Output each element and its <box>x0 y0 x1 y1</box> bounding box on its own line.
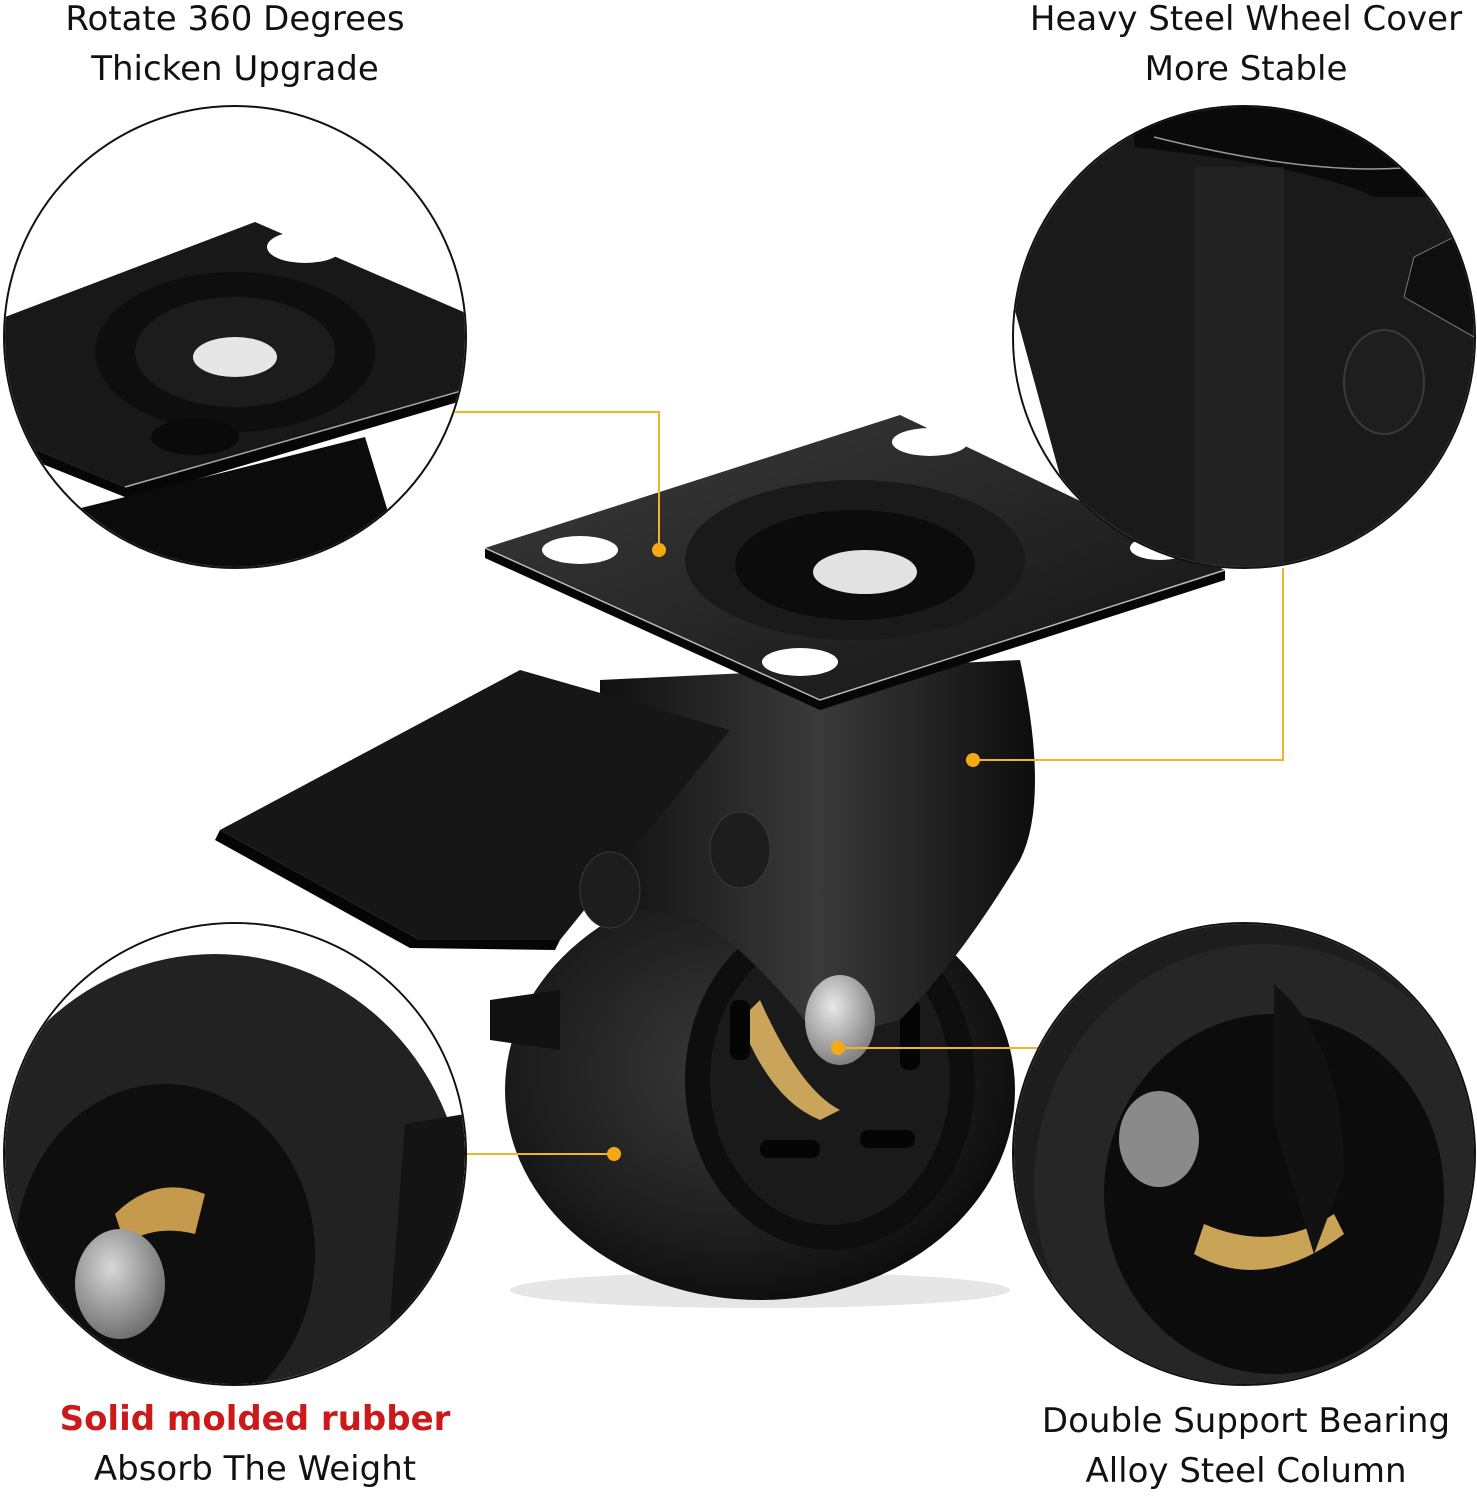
detail-circle-wheel-cover <box>1012 105 1476 569</box>
feature-subtitle: Thicken Upgrade <box>91 49 379 89</box>
bearing-closeup-icon <box>1014 924 1474 1384</box>
feature-title: Rotate 360 Degrees <box>65 0 405 39</box>
caption-top-right: Heavy Steel Wheel Cover More Stable <box>1015 0 1477 94</box>
rubber-tire-closeup-icon <box>5 924 465 1384</box>
feature-subtitle: Absorb The Weight <box>93 1449 417 1489</box>
callout-line-bottom-left <box>464 1153 614 1155</box>
feature-title: Double Support Bearing <box>1041 1401 1451 1441</box>
caster-wheel-main-image <box>200 400 1240 1320</box>
mounting-plate-closeup-icon <box>5 222 465 567</box>
caption-top-left: Rotate 360 Degrees Thicken Upgrade <box>0 0 470 94</box>
caption-bottom-left: Solid molded rubber Absorb The Weight <box>0 1394 510 1494</box>
callout-dot-tire <box>607 1147 621 1161</box>
caster-wheel-icon <box>215 415 1226 1308</box>
detail-circle-rubber-tire <box>3 922 467 1386</box>
feature-title-highlight: Solid molded rubber <box>59 1399 451 1439</box>
feature-subtitle: More Stable <box>1144 49 1348 89</box>
detail-circle-top-plate <box>3 105 467 569</box>
steel-fork-closeup-icon <box>1014 107 1474 567</box>
callout-line-top-left <box>455 411 659 413</box>
callout-dot-axle <box>831 1041 845 1055</box>
caption-bottom-right: Double Support Bearing Alloy Steel Colum… <box>1015 1396 1477 1496</box>
callout-dot-plate <box>652 543 666 557</box>
feature-title: Heavy Steel Wheel Cover <box>1029 0 1463 39</box>
callout-line-top-left <box>658 411 660 551</box>
callout-line-top-right <box>1282 568 1284 760</box>
feature-subtitle: Alloy Steel Column <box>1085 1451 1407 1491</box>
callout-line-top-right <box>973 759 1284 761</box>
detail-circle-bearing <box>1012 922 1476 1386</box>
callout-dot-fork <box>966 753 980 767</box>
callout-line-bottom-right <box>838 1047 1038 1049</box>
